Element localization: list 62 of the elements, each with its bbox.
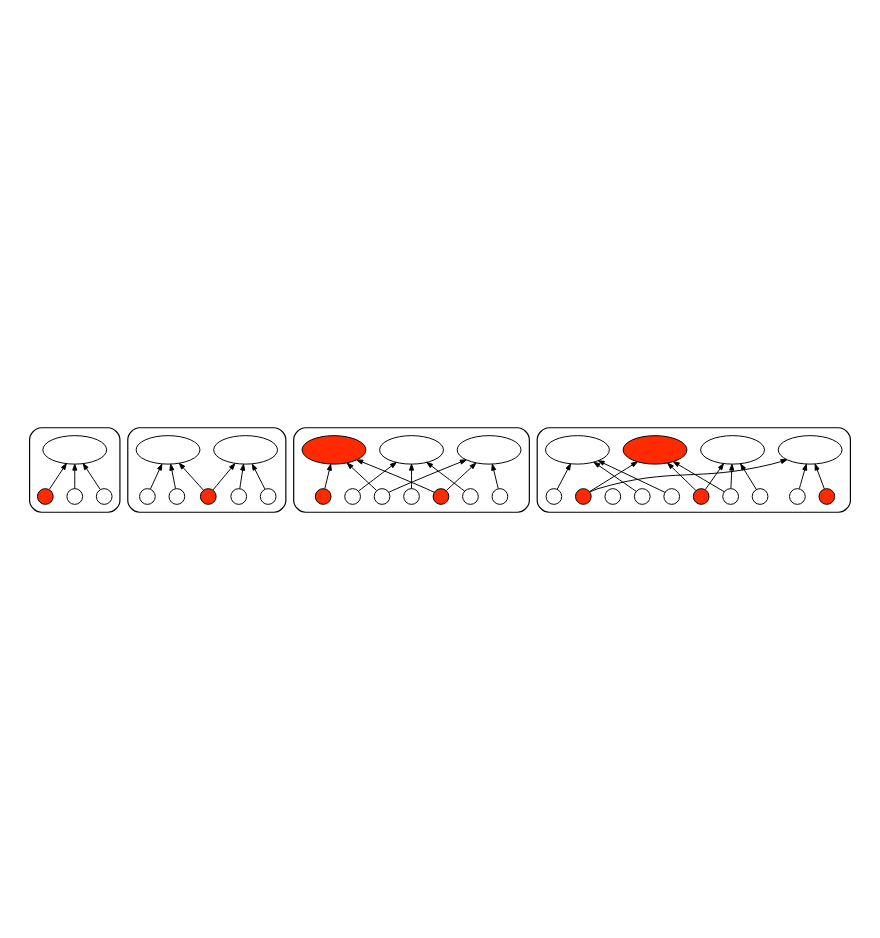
node-circle (604, 487, 622, 504)
node-circle (491, 487, 509, 504)
node-ellipse (700, 434, 765, 464)
node-ellipse (379, 434, 444, 464)
arrow (212, 462, 236, 490)
node-circle (403, 487, 420, 504)
cluster (127, 426, 287, 512)
node-circle (789, 487, 806, 504)
arrow (239, 462, 246, 489)
arrow (388, 458, 467, 492)
arrow (346, 461, 378, 490)
arrow (814, 462, 825, 489)
arrow (556, 462, 571, 489)
node-circle (545, 487, 563, 504)
arrow (740, 462, 757, 489)
arrow (589, 458, 788, 492)
arrow (729, 462, 735, 489)
arrow (426, 460, 466, 491)
arrow (169, 462, 176, 489)
node-circle (230, 487, 248, 504)
node-circle (692, 487, 710, 504)
cluster (293, 426, 530, 512)
node-circle (818, 487, 836, 504)
arrow (446, 461, 477, 490)
node-circle (36, 487, 54, 504)
node-ellipse (135, 434, 201, 464)
arrow (178, 461, 204, 490)
cluster (536, 426, 851, 512)
arrow (597, 459, 666, 492)
node-circle (751, 487, 769, 504)
node-ellipse (213, 434, 278, 464)
arrow (798, 462, 808, 489)
arrow (251, 462, 266, 489)
arrow (48, 462, 67, 489)
cluster (29, 426, 121, 512)
node-circle (199, 487, 217, 504)
arrow (356, 458, 435, 492)
node-circle (139, 487, 156, 504)
node-circle (95, 487, 113, 504)
arrow (82, 462, 101, 489)
node-circle (633, 487, 651, 504)
arrow (672, 460, 725, 492)
arrow (324, 462, 332, 489)
node-circle (66, 487, 84, 504)
node-circle (314, 487, 332, 504)
node-circle (432, 487, 450, 504)
node-circle (722, 487, 739, 504)
arrow (149, 462, 163, 489)
node-circle (575, 487, 592, 504)
node-circle (259, 487, 277, 504)
node-circle (663, 487, 681, 504)
arrow (358, 460, 397, 491)
arrow (667, 461, 697, 490)
arrow (704, 462, 724, 490)
arrow (491, 462, 499, 489)
node-ellipse (42, 434, 108, 464)
node-circle (344, 487, 361, 504)
node-circle (168, 487, 186, 504)
node-circle (462, 487, 479, 504)
node-circle (373, 487, 391, 504)
arrow (409, 462, 415, 489)
arrow (72, 462, 78, 489)
